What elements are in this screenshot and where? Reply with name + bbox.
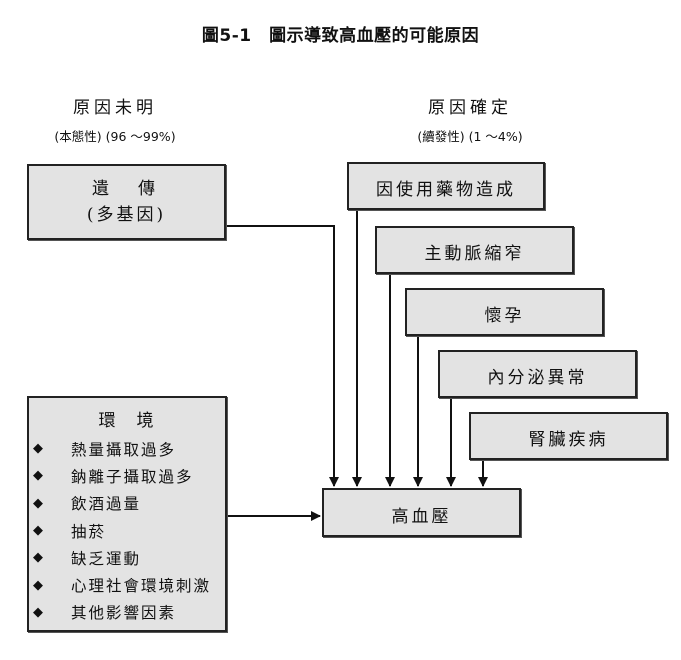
cause-box-endocrine: 內分泌異常 bbox=[438, 350, 637, 398]
secondary-subheading: (續發性) (1 ～4%) bbox=[417, 129, 523, 144]
diamond-bullet-icon: ◆ bbox=[33, 495, 43, 511]
list-item: ◆缺乏運動 bbox=[33, 549, 142, 568]
genetic-box: 遺 傳 (多基因) bbox=[27, 164, 226, 240]
cause-box-kidney: 腎臟疾病 bbox=[469, 412, 668, 460]
unknown-cause-heading: 原因未明 bbox=[73, 98, 157, 118]
cause-label: 內分泌異常 bbox=[487, 368, 588, 388]
diamond-bullet-icon: ◆ bbox=[33, 604, 43, 620]
list-item: ◆心理社會環境刺激 bbox=[33, 577, 212, 596]
cause-label: 主動脈縮窄 bbox=[424, 244, 525, 264]
arrow-genetic bbox=[225, 225, 339, 487]
figure-title: 圖5-1 圖示導致高血壓的可能原因 bbox=[201, 26, 480, 46]
diamond-bullet-icon: ◆ bbox=[33, 468, 43, 484]
environment-factor-list: ◆熱量攝取過多 ◆鈉離子攝取過多 ◆飲酒過量 ◆抽菸 ◆缺乏運動 ◆心理社會環境… bbox=[33, 435, 211, 626]
genetic-label: 遺 傳 bbox=[92, 179, 161, 199]
cause-box-aortic-coarctation: 主動脈縮窄 bbox=[375, 226, 574, 274]
cause-label: 懷孕 bbox=[484, 306, 525, 326]
environment-title: 環 境 bbox=[98, 411, 156, 431]
cause-label: 腎臟疾病 bbox=[528, 430, 609, 450]
diamond-bullet-icon: ◆ bbox=[33, 577, 43, 593]
cause-box-drug: 因使用藥物造成 bbox=[347, 162, 545, 210]
diamond-bullet-icon: ◆ bbox=[33, 523, 43, 539]
diamond-bullet-icon: ◆ bbox=[33, 550, 43, 566]
list-item: ◆熱量攝取過多 bbox=[33, 440, 177, 459]
left-heading-group: 原因未明 (本態性) (96 ～99%) bbox=[25, 93, 205, 145]
list-item: ◆飲酒過量 bbox=[33, 495, 142, 514]
cause-label: 因使用藥物造成 bbox=[376, 180, 516, 200]
hypertension-label: 高血壓 bbox=[391, 507, 452, 527]
diamond-bullet-icon: ◆ bbox=[33, 441, 43, 457]
list-item: ◆鈉離子攝取過多 bbox=[33, 467, 194, 486]
list-item: ◆其他影響因素 bbox=[33, 604, 177, 623]
essential-subheading: (本態性) (96 ～99%) bbox=[54, 129, 176, 144]
list-item: ◆抽菸 bbox=[33, 522, 107, 541]
polygenic-label: (多基因) bbox=[86, 205, 167, 225]
hypertension-box: 高血壓 bbox=[322, 488, 521, 537]
environment-box: 環 境 ◆熱量攝取過多 ◆鈉離子攝取過多 ◆飲酒過量 ◆抽菸 ◆缺乏運動 ◆心理… bbox=[27, 396, 227, 632]
cause-box-pregnancy: 懷孕 bbox=[405, 288, 604, 336]
right-heading-group: 原因確定 (續發性) (1 ～4%) bbox=[380, 93, 560, 145]
known-cause-heading: 原因確定 bbox=[428, 98, 512, 118]
